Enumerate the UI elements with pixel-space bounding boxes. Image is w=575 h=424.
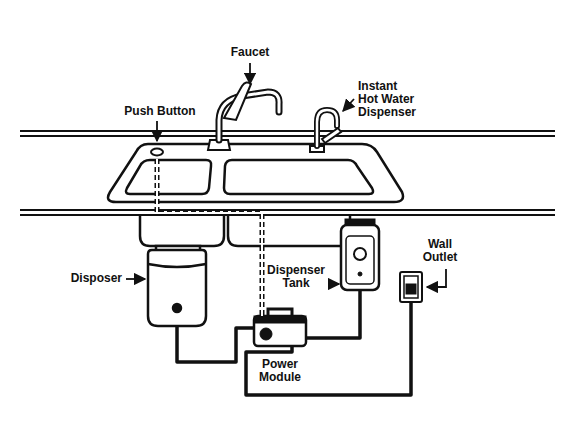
- connector-line: [157, 159, 262, 316]
- part-label: Wall Outlet: [423, 238, 458, 264]
- connector-line: [177, 325, 254, 362]
- hot-water-dispenser-symbol: [310, 110, 341, 152]
- push-button-region: Push Button: [150, 145, 164, 159]
- wall-outlet-symbol: [400, 272, 422, 302]
- connector-line: [246, 302, 411, 395]
- part-label: Power Module: [259, 358, 301, 384]
- push-button-symbol: [151, 149, 163, 156]
- part-label: Disposer: [71, 272, 122, 285]
- power-cord: [246, 302, 411, 395]
- part-label: Dispenser Tank: [267, 264, 325, 290]
- part-label: Instant Hot Water Dispenser: [358, 80, 420, 119]
- countertop: [20, 131, 555, 215]
- leader-arrows: [126, 63, 446, 287]
- power-cord: [306, 290, 360, 338]
- air-tube-core: [157, 159, 262, 316]
- faucet-symbol: [208, 82, 279, 150]
- dispenser-tank-region: Dispenser Tank: [341, 225, 379, 290]
- dispenser-tank-symbol: [341, 219, 379, 290]
- disposer-region: Disposer: [148, 250, 206, 325]
- connector-line: [306, 290, 360, 338]
- disposer-symbol: [148, 246, 206, 326]
- wall-outlet-region: Wall Outlet: [400, 272, 422, 302]
- air-tube: [157, 159, 262, 316]
- part-label: Push Button: [124, 105, 195, 118]
- part-label: Faucet: [231, 46, 270, 59]
- power-module-region: Power Module: [254, 316, 306, 346]
- power-cord: [177, 325, 254, 362]
